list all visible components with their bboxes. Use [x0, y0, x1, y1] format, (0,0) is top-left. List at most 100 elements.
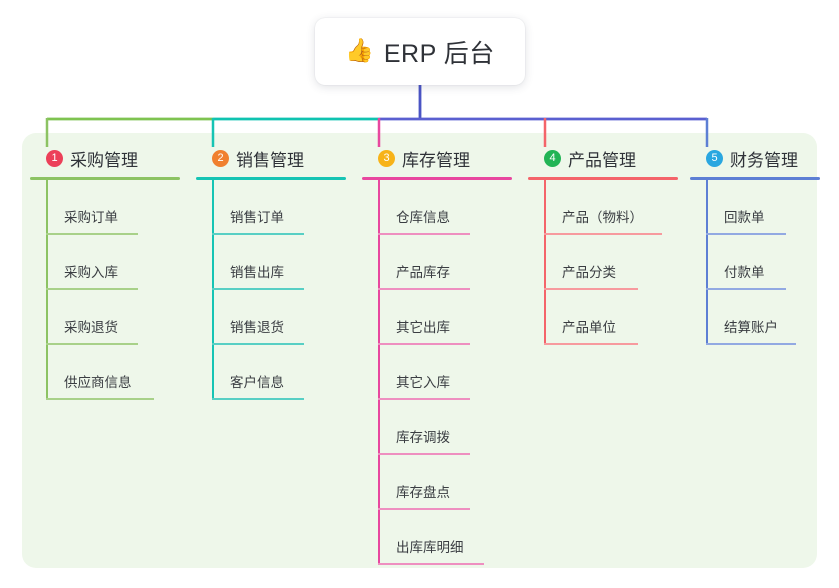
leaf-label: 付款单 [724, 265, 765, 280]
leaf-label: 采购订单 [64, 210, 118, 225]
leaf-underline [212, 343, 304, 345]
leaf-label: 销售订单 [230, 210, 284, 225]
leaf-label: 采购退货 [64, 320, 118, 335]
leaf-label: 供应商信息 [64, 375, 132, 390]
leaf-label: 销售出库 [230, 265, 284, 280]
leaf-underline [46, 343, 138, 345]
leaf-underline [212, 288, 304, 290]
leaf-underline [706, 343, 796, 345]
branch-3[interactable]: 3 库存管理仓库信息产品库存其它出库其它入库库存调拨库存盘点出库库明细 [362, 146, 512, 565]
leaf-item[interactable]: 仓库信息 [378, 180, 512, 235]
branch-4[interactable]: 4 产品管理产品（物料） 产品分类产品单位 [528, 146, 678, 345]
branch-title-4: 产品管理 [568, 150, 636, 170]
leaf-label: 销售退货 [230, 320, 284, 335]
branch-1[interactable]: 1 采购管理采购订单采购入库采购退货供应商信息 [30, 146, 180, 400]
branch-underline-2 [196, 177, 346, 180]
branch-underline-5 [690, 177, 820, 180]
leaf-underline [378, 398, 470, 400]
leaf-item[interactable]: 采购退货 [46, 290, 180, 345]
leaf-item[interactable]: 结算账户 [706, 290, 820, 345]
leaf-label: 出库库明细 [396, 540, 464, 555]
branch-stem-5 [706, 180, 708, 345]
leaf-item[interactable]: 库存调拨 [378, 400, 512, 455]
leaf-label: 产品（物料） [562, 210, 643, 225]
leaf-underline [706, 288, 786, 290]
leaf-underline [378, 288, 470, 290]
branch-header-4[interactable]: 4 产品管理 [528, 146, 678, 170]
leaf-item[interactable]: 回款单 [706, 180, 820, 235]
branch-header-1[interactable]: 1 采购管理 [30, 146, 180, 170]
branch-title-3: 库存管理 [402, 150, 470, 170]
leaf-underline [378, 563, 484, 565]
leaf-underline [378, 453, 470, 455]
branch-badge-2: 2 [212, 149, 229, 167]
branch-2[interactable]: 2 销售管理销售订单销售出库销售退货客户信息 [196, 146, 346, 400]
leaf-underline [544, 343, 638, 345]
leaf-item[interactable]: 采购订单 [46, 180, 180, 235]
branch-underline-3 [362, 177, 512, 180]
leaf-label: 库存调拨 [396, 430, 450, 445]
leaf-underline [46, 398, 154, 400]
branch-badge-3: 3 [378, 149, 395, 167]
leaf-underline [378, 508, 470, 510]
branch-header-3[interactable]: 3 库存管理 [362, 146, 512, 170]
leaf-underline [212, 398, 304, 400]
leaf-label: 其它出库 [396, 320, 450, 335]
root-title: ERP 后台 [383, 39, 495, 68]
leaf-label: 库存盘点 [396, 485, 450, 500]
leaf-label: 客户信息 [230, 375, 284, 390]
leaf-item[interactable]: 其它出库 [378, 290, 512, 345]
leaf-item[interactable]: 销售退货 [212, 290, 346, 345]
branch-leaf-list-4: 产品（物料） 产品分类产品单位 [528, 180, 678, 345]
leaf-item[interactable]: 采购入库 [46, 235, 180, 290]
thumbs-up-icon: 👍 [345, 38, 374, 64]
leaf-item[interactable]: 产品（物料） [544, 180, 678, 235]
branch-badge-4: 4 [544, 149, 561, 167]
branch-title-1: 采购管理 [70, 150, 138, 170]
branch-badge-5: 5 [706, 149, 723, 167]
leaf-underline [544, 288, 638, 290]
leaf-item[interactable]: 产品库存 [378, 235, 512, 290]
leaf-label: 产品单位 [562, 320, 616, 335]
leaf-item[interactable]: 其它入库 [378, 345, 512, 400]
leaf-label: 采购入库 [64, 265, 118, 280]
leaf-label: 回款单 [724, 210, 765, 225]
branches-panel [22, 133, 817, 568]
branch-title-5: 财务管理 [730, 150, 798, 170]
branch-header-5[interactable]: 5 财务管理 [690, 146, 820, 170]
branch-stem-2 [212, 180, 214, 400]
leaf-underline [378, 343, 470, 345]
branch-header-2[interactable]: 2 销售管理 [196, 146, 346, 170]
branch-stem-1 [46, 180, 48, 400]
leaf-item[interactable]: 销售订单 [212, 180, 346, 235]
leaf-label: 仓库信息 [396, 210, 450, 225]
branch-stem-3 [378, 180, 380, 565]
branch-underline-1 [30, 177, 180, 180]
leaf-item[interactable]: 供应商信息 [46, 345, 180, 400]
branch-stem-4 [544, 180, 546, 345]
leaf-underline [378, 233, 470, 235]
leaf-underline [706, 233, 786, 235]
leaf-item[interactable]: 产品分类 [544, 235, 678, 290]
leaf-underline [46, 288, 138, 290]
leaf-underline [46, 233, 138, 235]
leaf-item[interactable]: 付款单 [706, 235, 820, 290]
leaf-label: 结算账户 [724, 320, 778, 335]
root-node[interactable]: 👍 ERP 后台 [315, 18, 525, 85]
leaf-label: 产品库存 [396, 265, 450, 280]
leaf-item[interactable]: 库存盘点 [378, 455, 512, 510]
leaf-item[interactable]: 销售出库 [212, 235, 346, 290]
leaf-underline [212, 233, 304, 235]
branch-leaf-list-1: 采购订单采购入库采购退货供应商信息 [30, 180, 180, 400]
branch-badge-1: 1 [46, 149, 63, 167]
leaf-label: 其它入库 [396, 375, 450, 390]
branch-leaf-list-2: 销售订单销售出库销售退货客户信息 [196, 180, 346, 400]
leaf-item[interactable]: 客户信息 [212, 345, 346, 400]
branch-underline-4 [528, 177, 678, 180]
branch-leaf-list-3: 仓库信息产品库存其它出库其它入库库存调拨库存盘点出库库明细 [362, 180, 512, 565]
leaf-item[interactable]: 出库库明细 [378, 510, 512, 565]
leaf-item[interactable]: 产品单位 [544, 290, 678, 345]
branch-5[interactable]: 5 财务管理回款单付款单结算账户 [690, 146, 820, 345]
branch-title-2: 销售管理 [236, 150, 304, 170]
